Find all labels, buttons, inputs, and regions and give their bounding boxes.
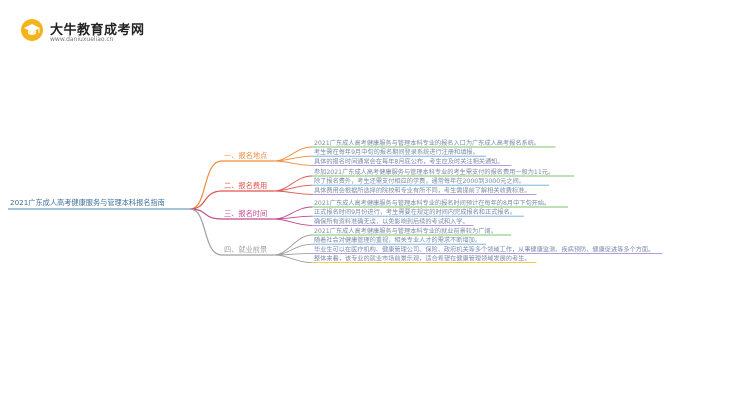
leaf-text: 具体的报名时间通常会在每年8月底公布，考生应及时关注相关通知。 [314, 157, 504, 165]
leaf-text: 确保所有资料准确无误，以免影响到后续的考试和入学。 [314, 217, 469, 225]
brand-title: 大牛教育成考网 [50, 23, 145, 38]
leaf-connector [273, 175, 313, 192]
leaf-text: 整体来看，该专业的就业市场前景乐观，适合希望在健康管理领域发展的考生。 [314, 255, 531, 263]
brand-logo: 大牛教育成考网 www.daniuxueliao.cn [20, 18, 160, 48]
leaf-connector [273, 160, 313, 166]
leaf-text: 2021广东成人高考健康服务与管理本科专业的就业前景较为广阔。 [314, 227, 497, 235]
branch-connector [189, 190, 223, 210]
leaf-text: 正式报名时间9月份进行，考生需要在规定的时间内完成报名和正式报名。 [314, 208, 516, 216]
leaf-connector [273, 215, 313, 220]
leaf-text: 2021广东成人高考健康服务与管理本科专业的报名入口为广东成人高考报名系统。 [314, 139, 540, 147]
branch-connector [189, 160, 223, 210]
leaf-text: 参加2021广东成人高考健康服务与管理本科专业的考生需支付的报名费用一般为11元… [314, 168, 554, 176]
leaf-text: 除了报名费外，考生还需支付相应的学费，通常每年在2000到3000元之间。 [314, 177, 525, 185]
leaf-connector [273, 218, 313, 226]
branch-label: 一、报名地点 [224, 151, 267, 160]
leaf-connector [273, 190, 313, 195]
graduation-cap-icon [21, 19, 43, 41]
leaf-text: 2021广东成人高考健康服务与管理本科专业的报名时间预计在每年的8月中下旬开始。 [314, 199, 550, 207]
brand-url: www.daniuxueliao.cn [50, 36, 114, 43]
branch-label: 三、报名时间 [224, 209, 267, 218]
branch-label: 二、报名费用 [224, 181, 267, 190]
branch-connector [189, 208, 223, 256]
leaf-text: 随着社会对健康管理的重视，相关专业人才的需求不断增加。 [314, 236, 481, 244]
leaf-text: 毕业生可以在医疗机构、健康管理公司、保险、政府机关等多个领域工作，从事健康监测、… [314, 245, 654, 253]
leaf-text: 具体费用会根据所选择的院校和专业有所不同，考生需提前了解相关收费标准。 [314, 186, 531, 194]
leaf-connector [273, 155, 313, 162]
leaf-connector [273, 254, 313, 264]
branch-label: 四、就业前景 [224, 245, 267, 254]
leaf-text: 考生需在每年9月中旬的报名期间登录系统进行注册和填报。 [314, 148, 479, 156]
root-topic: 2021广东成人高考健康服务与管理本科报名指南 [10, 198, 165, 207]
